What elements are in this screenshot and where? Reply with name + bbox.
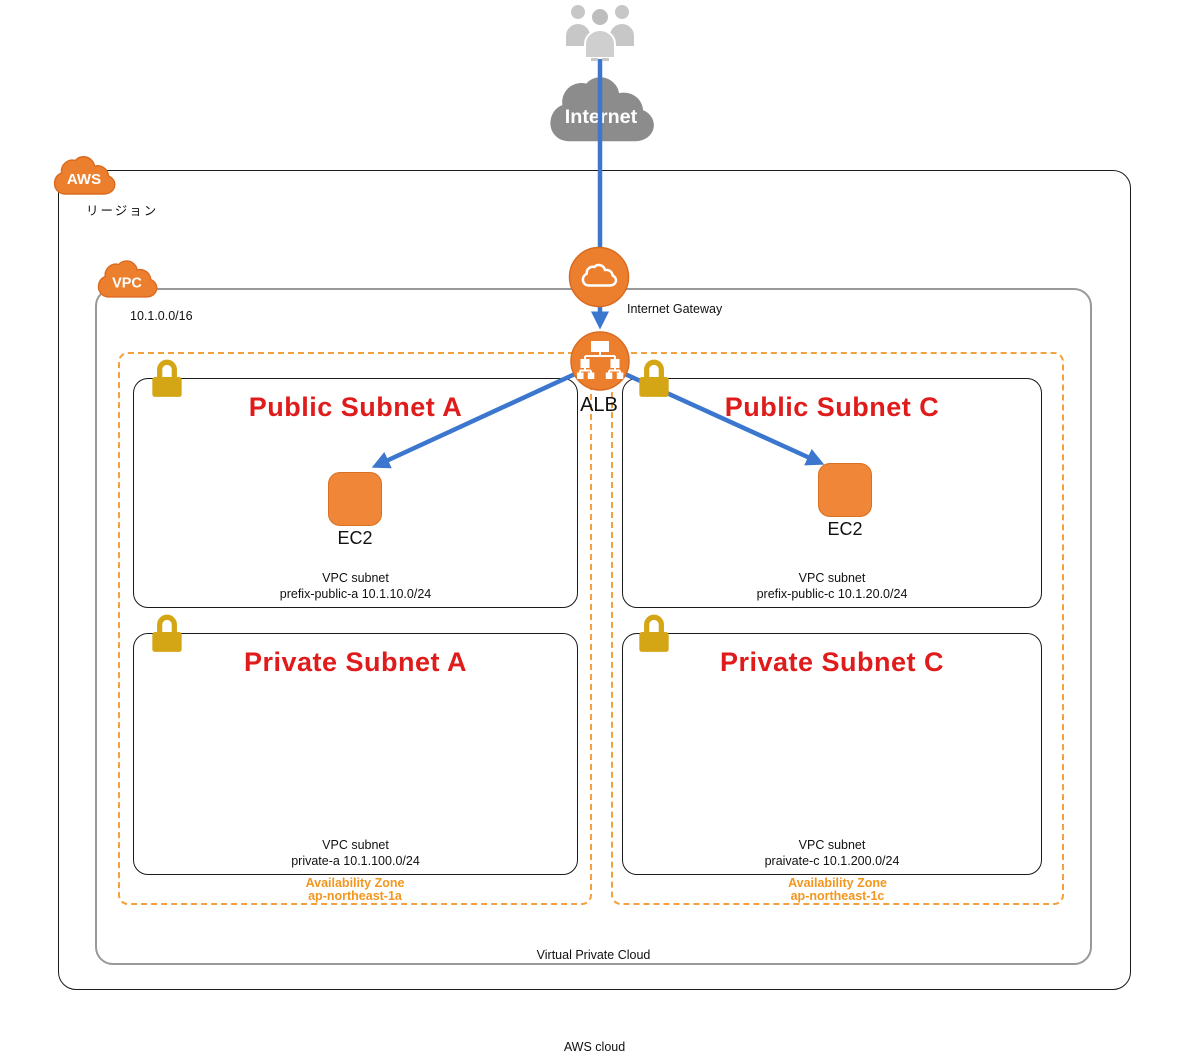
region-label: リージョン: [86, 204, 159, 218]
aws-cloud-footer-label: AWS cloud: [563, 1040, 626, 1054]
lock-icon-public-a: [152, 359, 182, 397]
vpc-footer-label: Virtual Private Cloud: [536, 948, 651, 962]
subnet-private-a-box: Private Subnet A VPC subnet private-a 10…: [133, 633, 578, 875]
subnet-public-c-title: Public Subnet C: [724, 392, 940, 422]
subnet-private-c-detail-line2: praivate-c 10.1.200.0/24: [764, 854, 900, 868]
availability-zone-a-label-line2: ap-northeast-1a: [308, 889, 402, 903]
availability-zone-a-label: Availability Zone ap-northeast-1a: [118, 877, 592, 903]
subnet-private-c-detail: VPC subnet praivate-c 10.1.200.0/24: [623, 837, 1041, 869]
ec2-public-c-icon: [818, 463, 872, 517]
subnet-public-c-detail: VPC subnet prefix-public-c 10.1.20.0/24: [623, 570, 1041, 602]
availability-zone-c-box: [611, 352, 1064, 905]
vpc-cloud-badge-icon: VPC: [97, 260, 158, 298]
subnet-private-a-title: Private Subnet A: [243, 647, 468, 677]
availability-zone-c-label: Availability Zone ap-northeast-1c: [611, 877, 1064, 903]
lock-icon-private-a: [152, 614, 182, 652]
ec2-public-a-label: EC2: [337, 528, 373, 548]
aws-badge-label: AWS: [67, 171, 101, 188]
subnet-public-a-detail-line2: prefix-public-a 10.1.10.0/24: [279, 587, 432, 601]
subnet-public-a-title: Public Subnet A: [248, 392, 463, 422]
ec2-public-a-icon: [328, 472, 382, 526]
subnet-public-c-detail-line1: VPC subnet: [798, 571, 866, 585]
aws-region-box: [58, 170, 1131, 990]
alb-label: ALB: [580, 394, 618, 416]
internet-cloud-icon: Internet: [550, 77, 654, 142]
availability-zone-c-label-line2: ap-northeast-1c: [790, 889, 885, 903]
subnet-public-a-detail: VPC subnet prefix-public-a 10.1.10.0/24: [134, 570, 577, 602]
internet-gateway-label: Internet Gateway: [627, 302, 723, 316]
users-icon: [564, 3, 636, 61]
availability-zone-c-label-line1: Availability Zone: [788, 876, 887, 890]
lock-icon-private-c: [639, 614, 669, 652]
subnet-public-c-detail-line2: prefix-public-c 10.1.20.0/24: [756, 587, 908, 601]
subnet-public-a-detail-line1: VPC subnet: [322, 571, 389, 585]
internet-label: Internet: [565, 106, 638, 128]
subnet-private-c-detail-line1: VPC subnet: [798, 838, 866, 852]
subnet-private-c-title: Private Subnet C: [719, 647, 945, 677]
alb-icon: [570, 331, 630, 391]
lock-icon-public-c: [639, 359, 669, 397]
internet-gateway-icon: [568, 246, 630, 308]
availability-zone-a-box: [118, 352, 592, 905]
ec2-public-c-label: EC2: [827, 519, 863, 539]
subnet-private-a-detail-line2: private-a 10.1.100.0/24: [291, 854, 420, 868]
users-feet-right: [602, 58, 609, 61]
users-feet-left: [591, 58, 598, 61]
aws-cloud-badge-icon: AWS: [53, 156, 116, 195]
vpc-cidr-label: 10.1.0.0/16: [130, 309, 193, 323]
subnet-private-c-box: Private Subnet C VPC subnet praivate-c 1…: [622, 633, 1042, 875]
vpc-badge-label: VPC: [112, 275, 142, 291]
subnet-private-a-detail-line1: VPC subnet: [322, 838, 389, 852]
subnet-private-a-detail: VPC subnet private-a 10.1.100.0/24: [134, 837, 577, 869]
availability-zone-a-label-line1: Availability Zone: [305, 876, 405, 890]
